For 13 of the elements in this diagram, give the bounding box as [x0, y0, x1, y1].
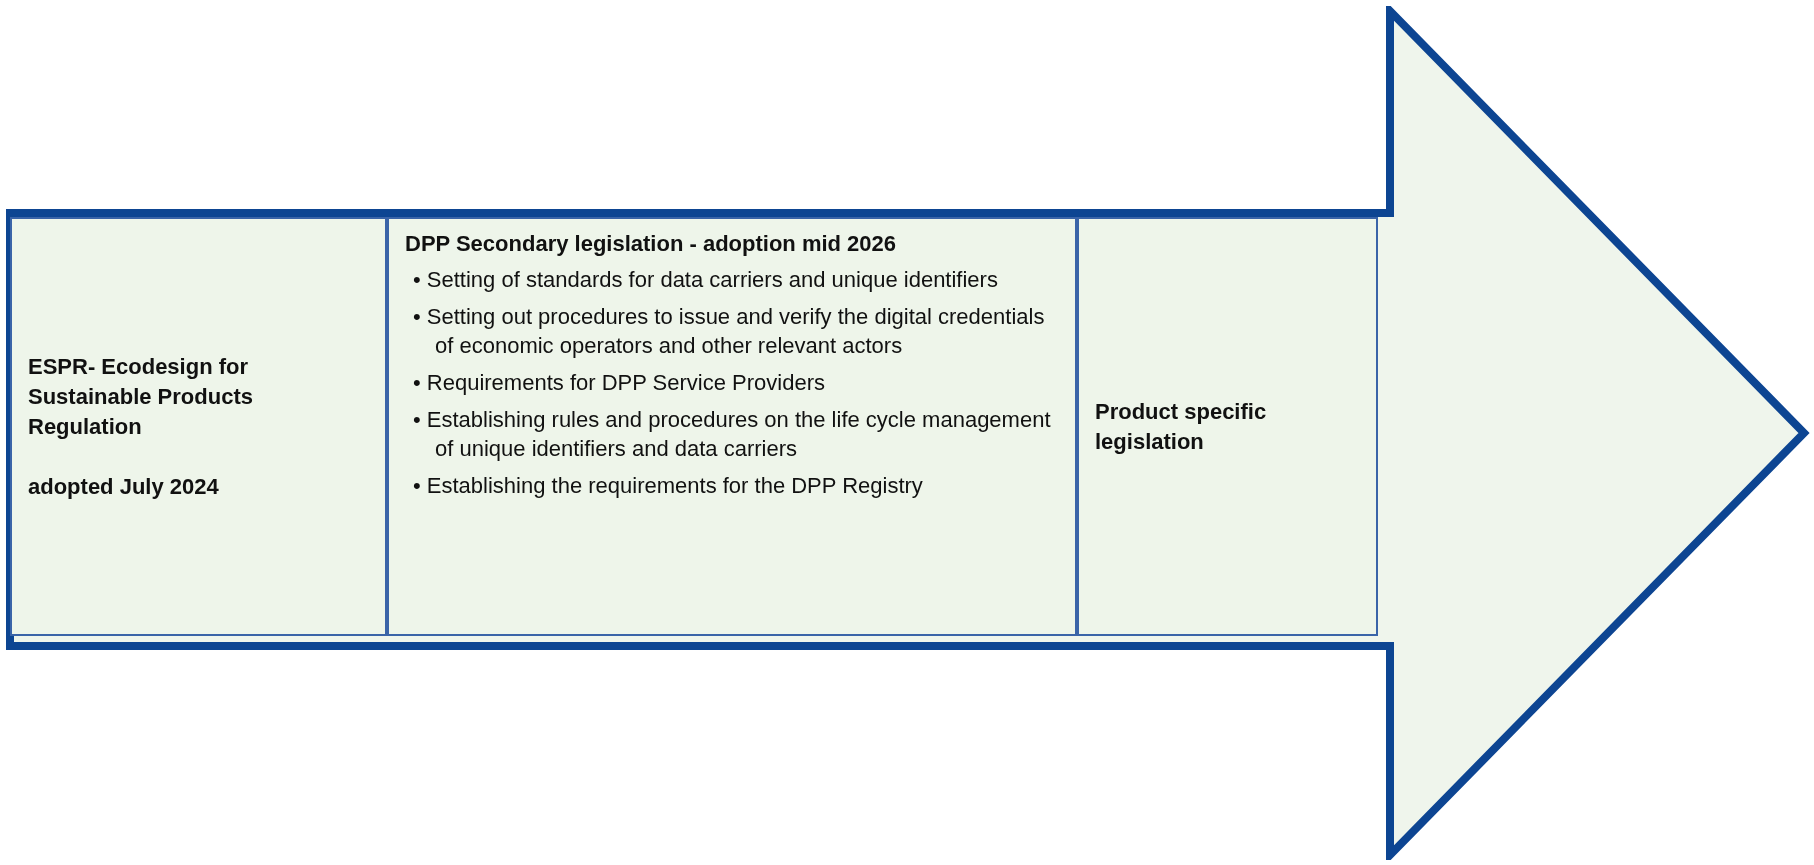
cell-heading: Product specific legislation — [1095, 397, 1268, 456]
bullet-item: • Setting of standards for data carriers and unique identifiers — [413, 266, 999, 294]
table-cell — [1077, 217, 1378, 636]
bullet-item: • Establishing the requirements for the DPP Registry — [413, 472, 924, 500]
block-arrow — [6, 6, 1810, 860]
table-cell — [387, 217, 1077, 636]
cell-heading: ESPR- Ecodesign for Sustainable Products Regulation — [28, 352, 254, 441]
bullet-item: • Setting out procedures to issue and verify the digital credentials of economic operators and other relevant actors — [413, 303, 1046, 360]
table-cell — [10, 217, 387, 636]
bullet-item: • Establishing rules and procedures on the life cycle management of unique identifiers and data carriers — [413, 406, 1052, 463]
cell-heading: DPP Secondary legislation - adoption mid 2026 — [405, 230, 898, 258]
bullet-item: • Requirements for DPP Service Providers — [413, 369, 826, 397]
date-text: adopted July 2024 — [28, 472, 220, 501]
